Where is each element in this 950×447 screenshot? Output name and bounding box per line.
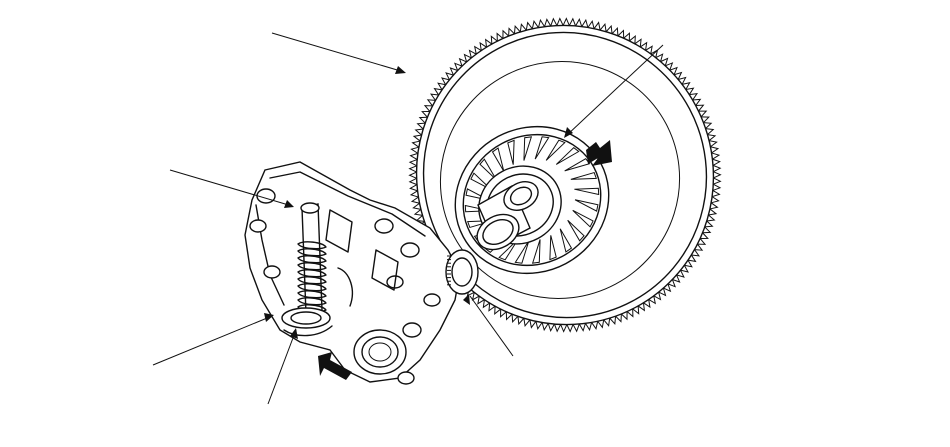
- direction-arrow-pump: [318, 352, 352, 380]
- leader-lines: [152, 32, 664, 405]
- oil-pump: [244, 161, 479, 385]
- pressure-relief-spring: [281, 202, 333, 337]
- leader-converter: [565, 44, 664, 137]
- leader-drive-gear: [469, 295, 514, 357]
- leader-ring-gear: [271, 32, 405, 73]
- drive-gear: [445, 249, 479, 295]
- leader-valve: [169, 169, 293, 207]
- direction-arrow-flywheel: [586, 140, 612, 166]
- leader-circlip: [152, 315, 273, 366]
- leader-ring: [267, 329, 297, 405]
